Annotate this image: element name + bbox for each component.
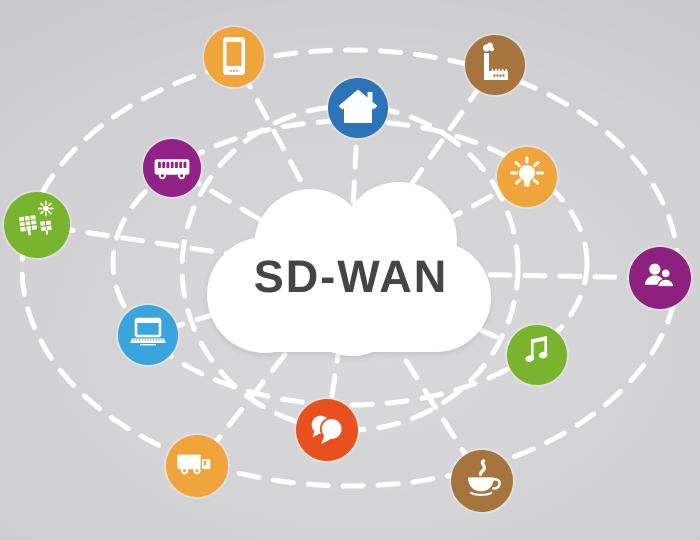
truck-icon	[177, 454, 211, 475]
node-lightbulb	[497, 147, 557, 207]
orbit-ellipse	[110, 118, 590, 408]
tablet-icon	[223, 37, 245, 75]
solar-panel-icon	[18, 200, 54, 236]
node-coffee	[451, 450, 513, 512]
chat-bubbles-icon	[311, 415, 344, 444]
node-laptop	[118, 305, 178, 365]
node-chat	[296, 399, 358, 461]
node-factory	[465, 35, 525, 95]
music-note-icon	[525, 336, 548, 362]
node-music	[507, 325, 567, 385]
factory-icon	[482, 42, 508, 80]
home-icon	[338, 89, 378, 123]
cloud-shape	[207, 182, 491, 356]
cloud-label: SD-WAN	[253, 251, 449, 302]
node-tablet	[204, 27, 264, 87]
spoke-line-home	[347, 105, 361, 275]
laptop-icon	[130, 317, 166, 346]
node-truck	[166, 435, 228, 497]
coffee-cup-icon	[468, 459, 501, 496]
lightbulb-icon	[510, 156, 544, 187]
bus-icon	[154, 159, 190, 180]
node-bus	[143, 139, 201, 197]
people-icon	[645, 263, 675, 288]
node-home	[328, 78, 388, 138]
node-solar	[4, 192, 70, 258]
node-people	[629, 247, 691, 309]
